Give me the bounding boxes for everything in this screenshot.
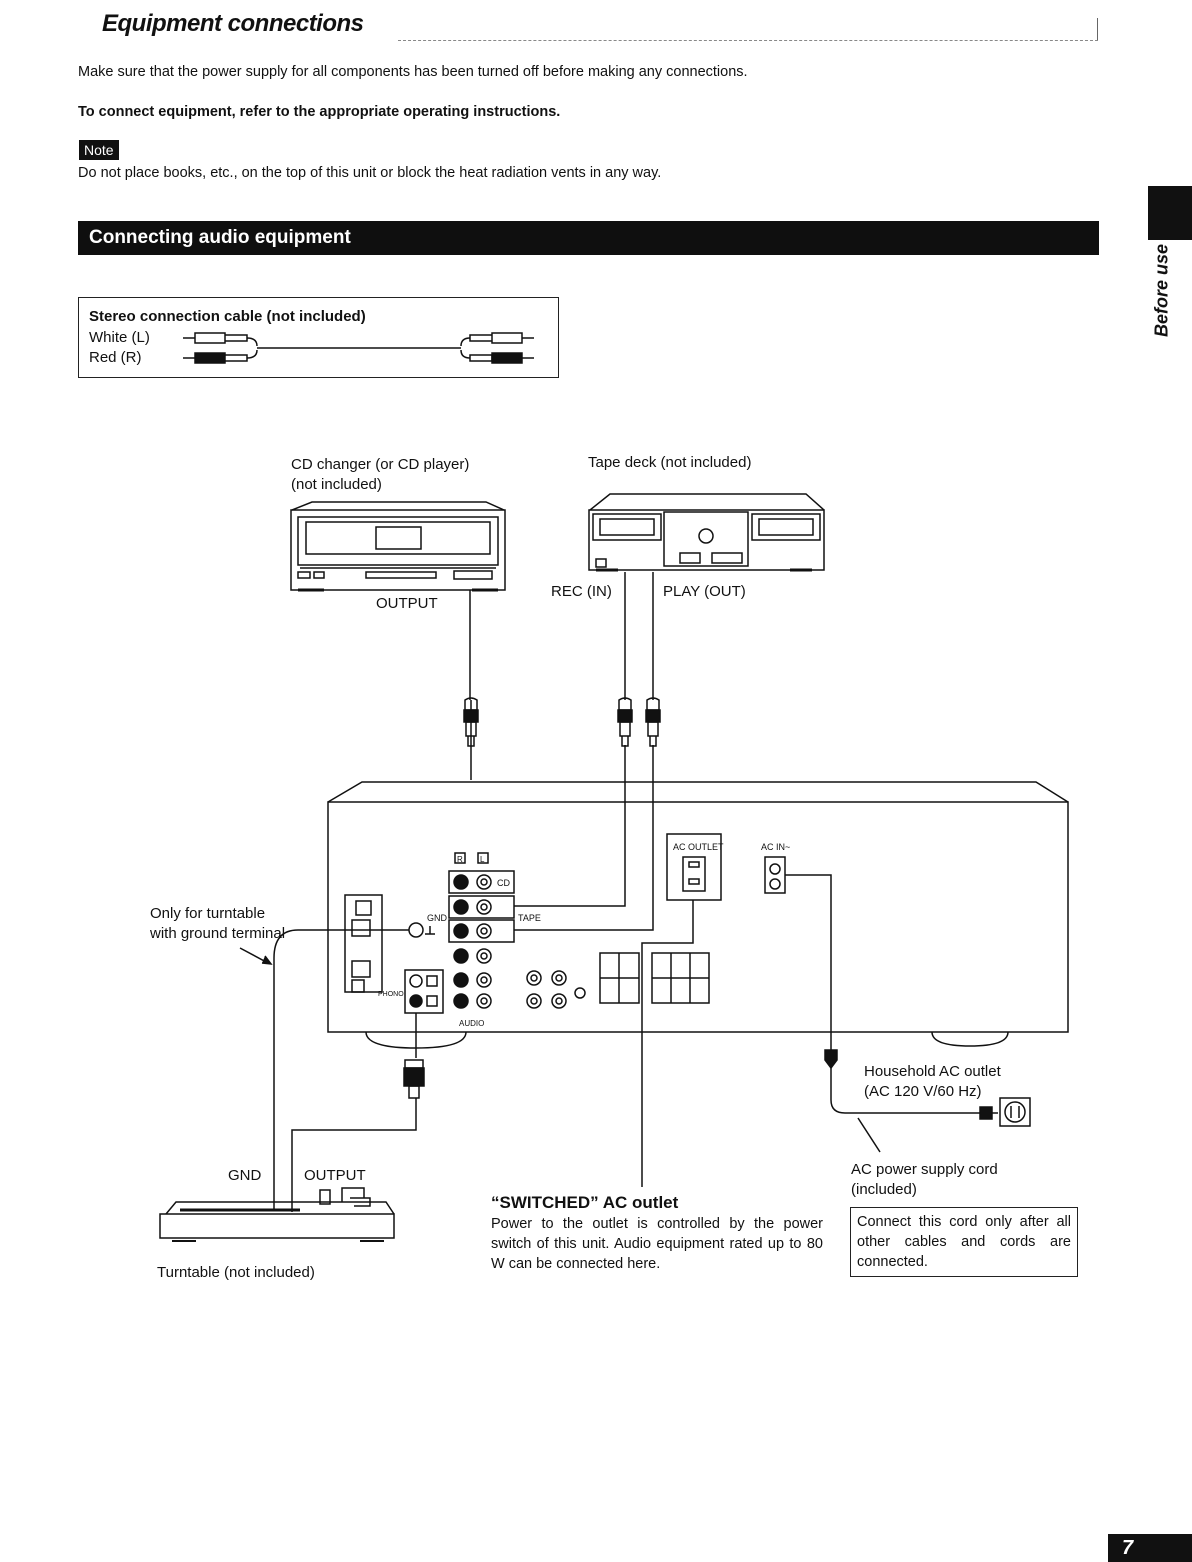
panel-l-label: L <box>480 855 485 864</box>
rca-plug-icon <box>645 697 661 747</box>
side-tab-marker <box>1148 186 1192 240</box>
tape-rec-label: REC (IN) <box>551 583 612 600</box>
turntable-label: Turntable (not included) <box>157 1264 315 1281</box>
cord-note-box: Connect this cord only after all other c… <box>850 1207 1078 1277</box>
tape-play-label: PLAY (OUT) <box>663 583 746 600</box>
panel-tape-label: TAPE <box>518 913 541 923</box>
ground-note-line2: with ground terminal <box>149 925 285 942</box>
section-title: Connecting audio equipment <box>89 227 351 248</box>
ground-note-line1: Only for turntable <box>150 905 265 922</box>
cd-output-label: OUTPUT <box>376 595 438 612</box>
household-outlet-line1: Household AC outlet <box>864 1063 1002 1080</box>
cable-legend-white: White (L) <box>89 329 150 346</box>
panel-ac-outlet-label: AC OUTLET <box>673 842 724 852</box>
turntable-gnd-label: GND <box>228 1167 262 1184</box>
turntable-output-label: OUTPUT <box>304 1167 366 1184</box>
tape-deck-illustration <box>588 493 825 572</box>
panel-audio-label: AUDIO <box>459 1019 484 1028</box>
panel-gnd-label: GND <box>427 913 448 923</box>
cd-changer-label-line1: CD changer (or CD player) <box>291 456 469 473</box>
rca-plug-icon <box>403 1059 425 1099</box>
refer-instructions-text: To connect equipment, refer to the appro… <box>78 104 561 120</box>
cd-changer-label-line2: (not included) <box>291 476 382 493</box>
panel-phono-label: PHONO <box>378 991 404 998</box>
title-rule <box>398 40 1098 41</box>
cable-plug-icon <box>183 332 534 364</box>
page-number-tab: 7 <box>1108 1534 1192 1562</box>
household-outlet-line2: (AC 120 V/60 Hz) <box>864 1083 982 1100</box>
page-number: 7 <box>1122 1537 1134 1559</box>
ac-cord-line2: (included) <box>851 1181 917 1198</box>
cable-legend-title: Stereo connection cable (not included) <box>89 308 366 325</box>
section-header: Connecting audio equipment <box>78 221 1099 255</box>
rca-plug-icon <box>617 697 633 747</box>
switched-outlet-description: Power to the outlet is controlled by the… <box>491 1216 823 1272</box>
note-badge: Note <box>79 140 119 160</box>
cd-changer-illustration <box>290 501 506 592</box>
note-text: Do not place books, etc., on the top of … <box>78 165 662 181</box>
turntable-illustration <box>159 1187 395 1242</box>
tape-deck-label: Tape deck (not included) <box>588 454 751 471</box>
page-title: Equipment connections <box>102 10 364 37</box>
panel-ac-in-label: AC IN~ <box>761 842 790 852</box>
power-warning-text: Make sure that the power supply for all … <box>78 64 748 80</box>
panel-r-label: R <box>457 855 463 864</box>
cable-legend-red: Red (R) <box>89 349 142 366</box>
title-corner-mark <box>1097 18 1098 40</box>
rca-plug-icon <box>463 697 479 747</box>
ac-cord-line1: AC power supply cord <box>851 1161 998 1178</box>
cable-legend-box: Stereo connection cable (not included) W… <box>78 297 559 378</box>
panel-cd-label: CD <box>497 878 510 888</box>
switched-outlet-title: “SWITCHED” AC outlet <box>491 1193 679 1212</box>
